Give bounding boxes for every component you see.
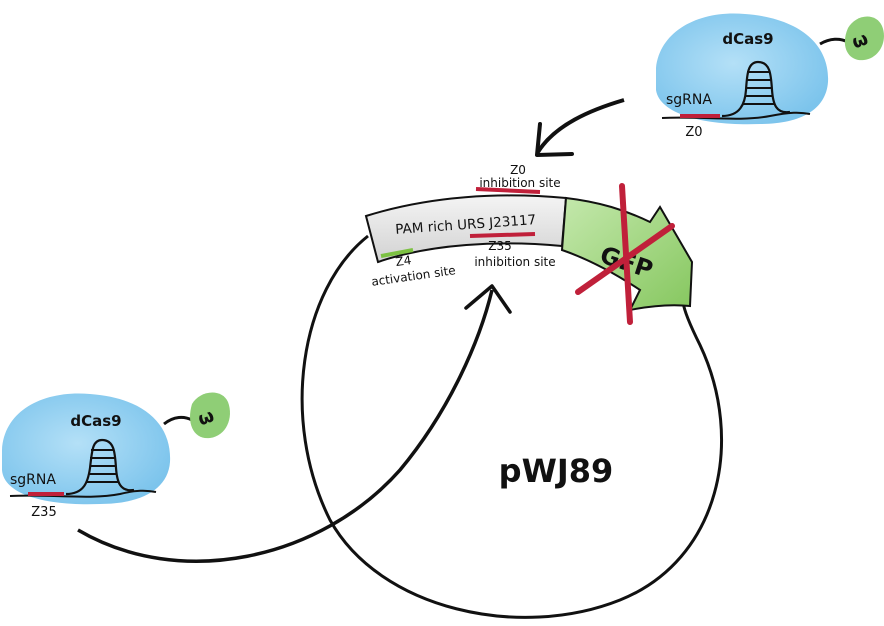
repression-cross-stroke-1 [619,183,633,325]
bottom-arrowhead [464,284,512,314]
top-binding-arrow [536,98,625,154]
dcas9-complex-bottom: ω dCas9 sgRNA Z35 [2,392,230,520]
z4-site-desc: activation site [370,263,456,289]
sgrna-label-bottom: sgRNA [10,472,56,488]
omega-label-bottom: ω [195,405,217,430]
z0-site-name: Z0 [510,163,526,177]
bottom-binding-arrow [77,289,494,563]
plasmid-name: pWJ89 [499,452,614,490]
z0-site-mark [475,187,541,194]
z35-site-name: Z35 [488,239,512,253]
omega-domain-bottom [190,392,230,439]
linker-top [819,37,849,46]
z35-site-desc: inhibition site [474,255,555,269]
z4-site-name: Z4 [395,253,413,269]
dcas9-label-bottom: dCas9 [70,412,121,430]
sgrna-hairpin-bottom [65,438,135,496]
dcas9-label-top: dCas9 [722,30,773,48]
omega-label-top: ω [849,28,871,53]
z4-site-mark [380,248,414,258]
top-arrowhead [535,122,574,157]
dcas9-complex-top: ω dCas9 sgRNA Z0 [656,13,884,140]
repression-cross-stroke-2 [575,223,675,295]
dcas9-protein-top [656,13,829,125]
sgrna-hairpin-top [721,60,791,118]
z35-site-mark [469,232,536,238]
target-label-top: Z0 [685,125,702,140]
plasmid-backbone [300,234,724,619]
sgrna-label-top: sgRNA [666,92,712,108]
omega-domain-top [844,16,884,61]
target-label-bottom: Z35 [31,505,56,520]
linker-bottom [163,415,193,426]
z0-site-desc: inhibition site [479,176,560,190]
dcas9-protein-bottom [2,393,171,505]
